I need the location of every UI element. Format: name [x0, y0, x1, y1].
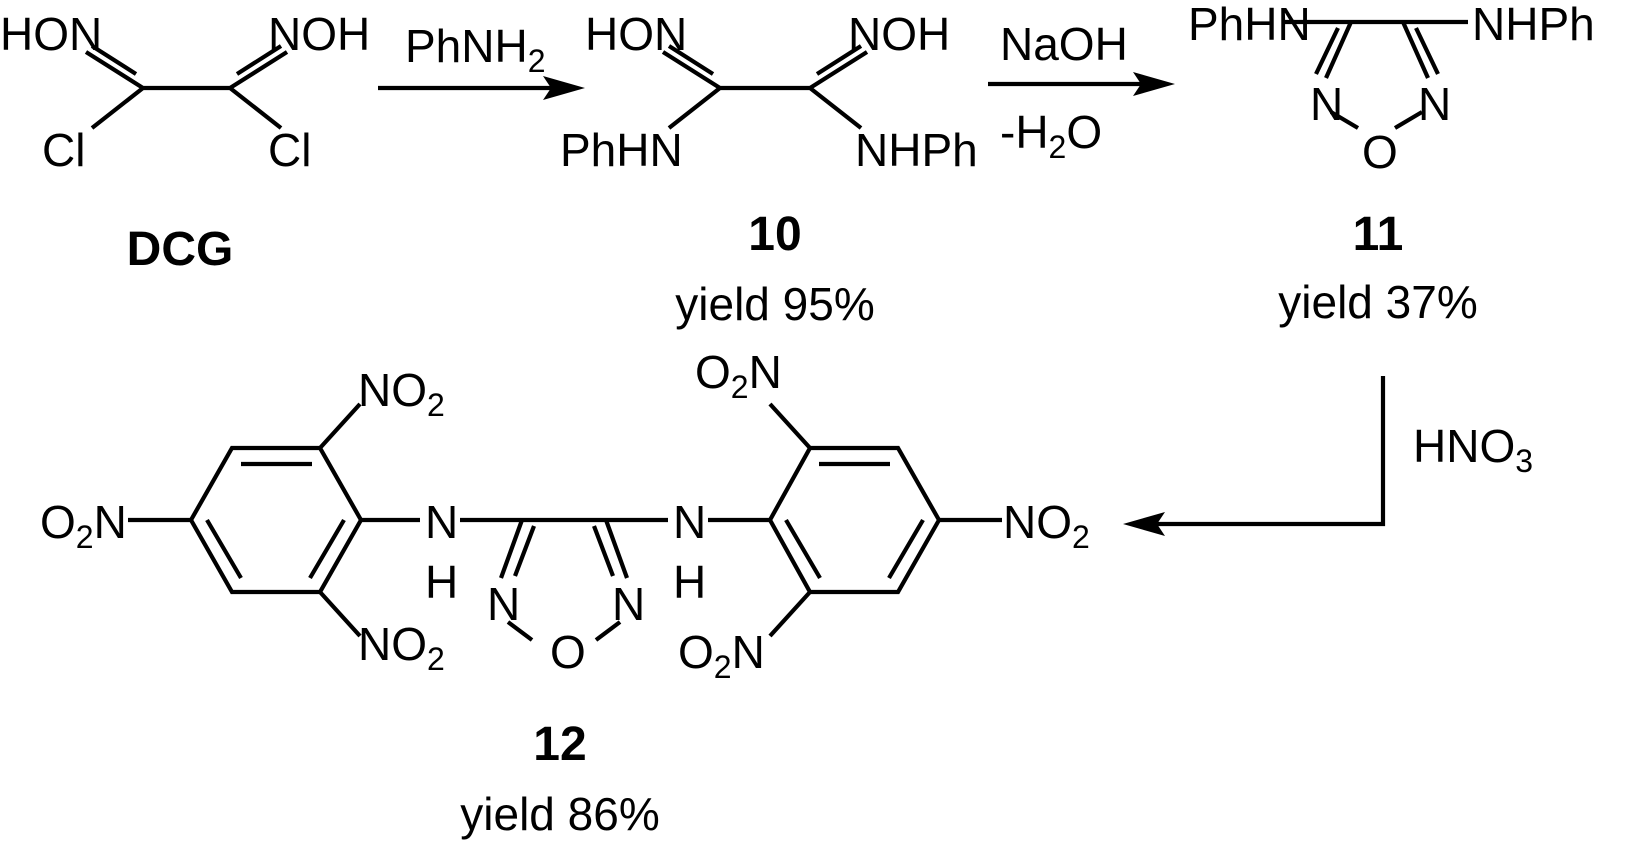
c11-number: 11 [1353, 208, 1404, 261]
c11-o: O [1362, 126, 1398, 178]
reaction-arrow-1: PhNH2 [378, 20, 585, 100]
c12-right-substituent-bonds [606, 402, 1002, 638]
c11-n-right: N [1418, 78, 1451, 130]
c12-right-ring [767, 445, 942, 595]
c12-left-ring [188, 445, 364, 595]
c10-noh: NOH [848, 8, 950, 60]
dcg-noh: NOH [268, 8, 370, 60]
c10-yield: yield 95% [675, 278, 874, 330]
c12-furazan-o: O [550, 626, 586, 678]
c12-nh-right-h: H [673, 556, 706, 608]
compound-dcg: HON NOH Cl Cl DCG [0, 8, 370, 276]
c12-furazan [499, 517, 629, 642]
c11-phhn: PhHN [1188, 0, 1311, 50]
compound-12: NO2 NO2 O2N N H N H N N O O2N O2N NO2 12… [40, 346, 1090, 840]
reagent-phnh2: PhNH2 [405, 20, 546, 79]
c12-o2n-right-bottom: O2N [678, 626, 765, 685]
c12-o2n-left-para: O2N [40, 496, 127, 555]
reagent-naoh: NaOH [1000, 18, 1128, 70]
c11-n-left: N [1310, 78, 1343, 130]
c12-left-substituent-bonds [128, 402, 522, 638]
c10-bonds [661, 44, 869, 130]
reaction-arrow-2: NaOH -H2O [988, 18, 1175, 165]
c12-nh-left-h: H [425, 556, 458, 608]
c12-number: 12 [533, 718, 586, 771]
c11-nhph: NHPh [1472, 0, 1595, 50]
arrow-2-head [1133, 72, 1175, 96]
c12-furazan-n-right: N [612, 578, 645, 630]
dcg-hon: HON [0, 8, 102, 60]
c12-no2-right-para: NO2 [1003, 496, 1090, 555]
c11-bonds [1283, 19, 1468, 130]
c12-o2n-right-top: O2N [695, 346, 782, 405]
compound-10: HON NOH PhHN NHPh 10 yield 95% [560, 8, 978, 330]
c11-yield: yield 37% [1278, 276, 1477, 328]
dcg-cl-left: Cl [42, 124, 85, 176]
reagent-minus-water: -H2O [1000, 106, 1102, 165]
dcg-cl-right: Cl [268, 124, 311, 176]
c12-yield: yield 86% [460, 788, 659, 840]
c12-no2-left-bottom: NO2 [358, 618, 445, 677]
arrow-1-head [543, 76, 585, 100]
c10-nhph: NHPh [855, 124, 978, 176]
dcg-bonds [84, 44, 289, 130]
c12-nh-left-n: N [425, 496, 458, 548]
c10-hon: HON [585, 8, 687, 60]
c12-nh-right-n: N [673, 496, 706, 548]
dcg-label: DCG [127, 223, 234, 276]
c10-number: 10 [748, 208, 801, 261]
compound-11: PhHN NHPh N N O 11 yield 37% [1188, 0, 1595, 328]
reagent-hno3: HNO3 [1413, 420, 1533, 479]
c10-phhn: PhHN [560, 124, 683, 176]
arrow-3-head [1123, 512, 1165, 536]
c12-furazan-n-left: N [487, 578, 520, 630]
arrow-3-line [1153, 376, 1386, 527]
reaction-arrow-3: HNO3 [1123, 376, 1533, 536]
c12-no2-left-top: NO2 [358, 364, 445, 423]
